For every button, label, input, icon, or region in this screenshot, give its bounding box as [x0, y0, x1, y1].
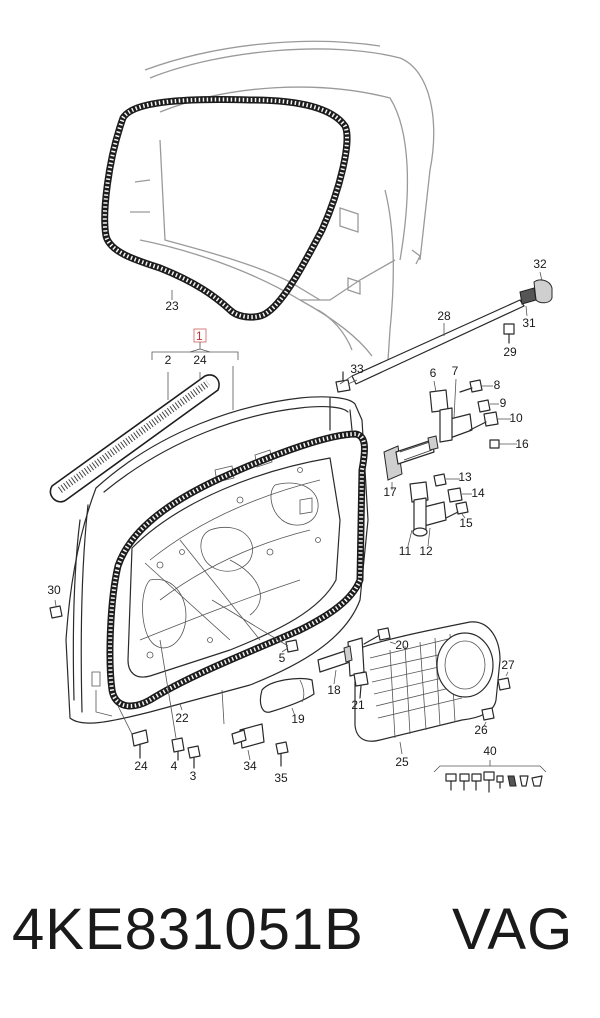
- callout-28: 28: [437, 309, 451, 323]
- callout-26: 26: [474, 723, 488, 737]
- callout-18: 18: [327, 683, 341, 697]
- callout-9: 9: [500, 396, 507, 410]
- hinge-bolt-15: [445, 501, 469, 519]
- callout-8: 8: [494, 378, 501, 392]
- hinge-bolt-14: [447, 487, 472, 503]
- part-number: 4KE831051B: [12, 897, 364, 962]
- leader-lines: [179, 372, 358, 711]
- footer: 4KE831051B VAG: [0, 882, 600, 992]
- callout-27: 27: [501, 658, 515, 672]
- upper-hinge: [429, 378, 473, 443]
- callout-6: 6: [430, 366, 437, 380]
- callout-10: 10: [509, 411, 523, 425]
- bolt-26: [481, 707, 495, 727]
- pin-4: [159, 639, 185, 761]
- door-seal: [106, 430, 368, 710]
- callout-19: 19: [291, 712, 305, 726]
- fastener-kit: [433, 760, 547, 793]
- bolt-5: [211, 599, 299, 653]
- callout-32: 32: [533, 257, 547, 271]
- exploded-door-diagram: 1 22423323128293367891016131415171112302…: [47, 40, 553, 793]
- bolt-27: [497, 671, 511, 691]
- door-clip-30: [49, 599, 63, 619]
- bolt-20: [363, 627, 397, 645]
- check-strap-end-cap: [519, 271, 553, 317]
- callout-3: 3: [190, 769, 197, 783]
- hinge-stud-33: [335, 371, 353, 393]
- callout-22: 22: [175, 711, 189, 725]
- hinge-clip-16: [489, 439, 517, 449]
- door-check-housing: [383, 435, 439, 490]
- callout-2: 2: [165, 353, 172, 367]
- group-bracket: [151, 328, 239, 410]
- callout-29: 29: [503, 345, 517, 359]
- screw-35: [275, 741, 289, 767]
- bolt-21: [353, 671, 369, 699]
- handle-support: [259, 677, 315, 717]
- window-strip-seal: [49, 372, 220, 503]
- door-water-shield: [354, 621, 501, 755]
- callout-14: 14: [471, 486, 485, 500]
- hinge-bolt-8: [459, 379, 493, 393]
- lock-bracket: [317, 637, 365, 685]
- hinge-bolt-9: [477, 399, 499, 413]
- lower-hinge: [407, 481, 447, 547]
- callout-20: 20: [395, 638, 409, 652]
- check-strap-bolt: [503, 323, 515, 344]
- callout-7: 7: [452, 364, 459, 378]
- callout-23: 23: [165, 299, 179, 313]
- screw-3: [187, 745, 201, 769]
- hinge-bolt-10: [469, 411, 511, 431]
- callout-12: 12: [419, 544, 433, 558]
- callout-4: 4: [171, 759, 178, 773]
- callout-25: 25: [395, 755, 409, 769]
- door-shell: [65, 396, 369, 724]
- bolt-24-lower: [117, 705, 149, 759]
- callout-5: 5: [279, 651, 286, 665]
- callout-24: 24: [193, 353, 207, 367]
- bracket-34: [221, 689, 265, 761]
- callout-35: 35: [274, 771, 288, 785]
- callout-11: 11: [399, 544, 412, 558]
- callout-21: 21: [351, 698, 365, 712]
- hinge-bolt-13: [433, 473, 460, 487]
- callout-30: 30: [47, 583, 61, 597]
- callout-17: 17: [383, 485, 397, 499]
- callout-24: 24: [134, 759, 148, 773]
- callout-34: 34: [243, 759, 257, 773]
- body-door-seal: [101, 96, 351, 321]
- brand-name: VAG: [452, 897, 574, 962]
- callout-33: 33: [350, 362, 364, 376]
- callout-31: 31: [522, 316, 536, 330]
- callout-40: 40: [483, 744, 497, 758]
- callout-13: 13: [458, 470, 472, 484]
- door-inner-panel: [127, 449, 341, 678]
- callout-15: 15: [459, 516, 473, 530]
- callout-16: 16: [515, 437, 529, 451]
- group-label: 1: [196, 329, 203, 343]
